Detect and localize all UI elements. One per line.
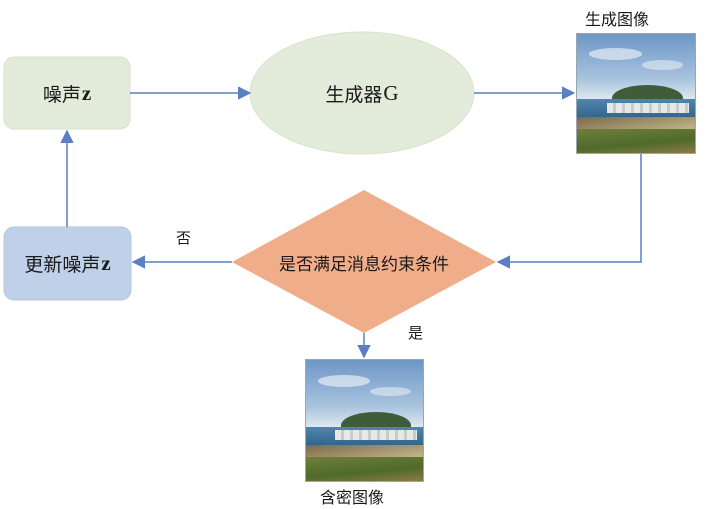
- no-edge-label: 否: [176, 229, 192, 247]
- stego-image: [305, 359, 424, 482]
- generated-image-caption: 生成图像: [585, 10, 650, 29]
- generator-label-text: 生成器: [325, 83, 383, 106]
- noise-label-text: 噪声: [42, 83, 81, 106]
- noise-var: z: [81, 80, 92, 105]
- generated-image: [576, 33, 696, 154]
- decision-label-text: 是否满足消息约束条件: [279, 254, 449, 275]
- decision-label: 是否满足消息约束条件: [232, 240, 496, 284]
- yes-edge-label: 是: [408, 324, 424, 342]
- update-noise-label-text: 更新噪声: [24, 254, 101, 276]
- generator-var: G: [383, 80, 399, 105]
- decision-node: [232, 190, 496, 333]
- arrow-image-to-decision: [496, 153, 642, 269]
- update-noise-var: z: [101, 251, 111, 275]
- stego-image-caption: 含密图像: [320, 488, 385, 507]
